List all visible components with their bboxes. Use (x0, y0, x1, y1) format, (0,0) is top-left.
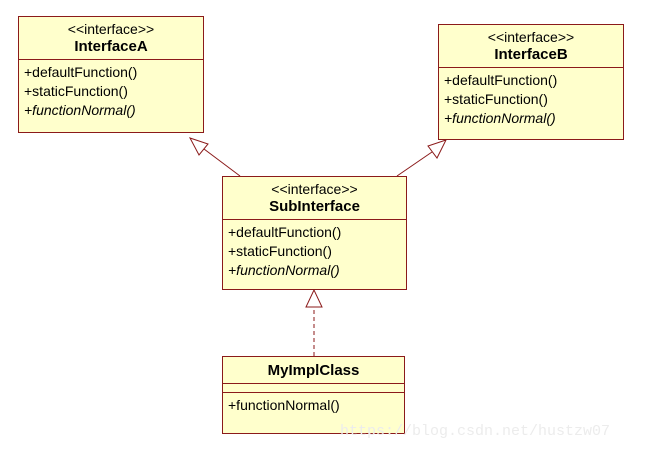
generalization-line-b (396, 151, 433, 177)
sub-interface-stereotype: <<interface>> (271, 181, 358, 197)
interface-a-name: InterfaceA (74, 38, 148, 55)
operation: +staticFunction() (24, 83, 128, 99)
interface-b-operations: +defaultFunction() +staticFunction() +fu… (439, 68, 623, 128)
interface-a-stereotype: <<interface>> (67, 21, 155, 37)
generalization-arrowhead-b (427, 139, 447, 159)
my-impl-class-operations: +functionNormal() (223, 393, 404, 415)
my-impl-class-header: MyImplClass (223, 357, 404, 384)
operation: +defaultFunction() (24, 64, 138, 80)
sub-interface-name: SubInterface (269, 198, 360, 215)
generalization-line-a (203, 148, 241, 177)
my-impl-class-box[interactable]: MyImplClass +functionNormal() (222, 356, 405, 434)
operation: +staticFunction() (444, 91, 548, 107)
interface-b-name: InterfaceB (494, 46, 568, 63)
interface-b-box[interactable]: <<interface>> InterfaceB +defaultFunctio… (438, 24, 624, 140)
watermark: https://blog.csdn.net/hustzw07 (340, 423, 611, 440)
interface-a-box[interactable]: <<interface>> InterfaceA +defaultFunctio… (18, 16, 204, 133)
sub-interface-box[interactable]: <<interface>> SubInterface +defaultFunct… (222, 176, 407, 290)
operation: +functionNormal() (228, 397, 340, 413)
interface-b-stereotype: <<interface>> (487, 29, 575, 45)
sub-interface-operations: +defaultFunction() +staticFunction() +fu… (223, 220, 406, 280)
operation: +staticFunction() (228, 243, 332, 259)
abstract-operation: +functionNormal() (444, 110, 556, 126)
generalization-arrowhead-a (188, 137, 209, 156)
abstract-operation: +functionNormal() (24, 102, 136, 118)
operation: +defaultFunction() (444, 72, 558, 88)
my-impl-class-attributes (223, 384, 404, 393)
sub-interface-header: <<interface>> SubInterface (223, 177, 406, 220)
operation: +defaultFunction() (228, 224, 342, 240)
my-impl-class-name: MyImplClass (267, 362, 360, 379)
interface-a-operations: +defaultFunction() +staticFunction() +fu… (19, 60, 203, 120)
interface-a-header: <<interface>> InterfaceA (19, 17, 203, 60)
interface-b-header: <<interface>> InterfaceB (439, 25, 623, 68)
abstract-operation: +functionNormal() (228, 262, 340, 278)
realization-arrowhead (305, 288, 323, 308)
